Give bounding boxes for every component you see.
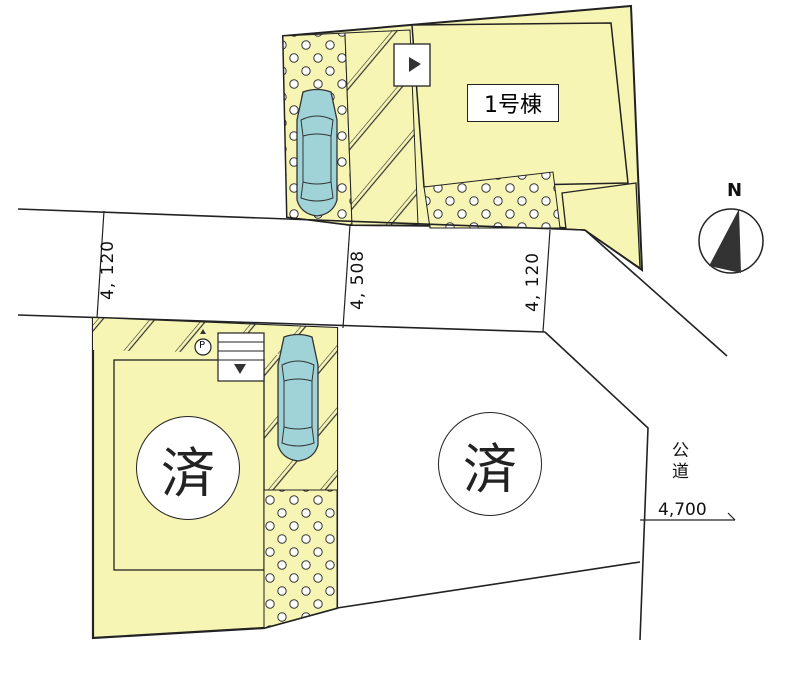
parking-icon (194, 338, 212, 356)
lot-right-parcel (336, 561, 641, 609)
north-arrow-icon (698, 208, 764, 274)
car-icon (277, 333, 319, 462)
north-label: N (727, 180, 743, 201)
dimension-center-road: 4, 508 (348, 249, 368, 310)
lot-left-parcel (91, 316, 339, 640)
parking-arrow-icon (200, 329, 206, 334)
public-road-width: 4,700 (658, 500, 707, 520)
entrance-arrow-icon (409, 57, 421, 72)
public-road-label-2: 道 (672, 462, 689, 482)
lot-1-parcel (281, 4, 644, 272)
entrance-arrow-icon (234, 364, 246, 374)
car-icon (296, 88, 338, 217)
dimension-left-road: 4, 120 (98, 239, 118, 300)
sold-marker-right: 済 (438, 412, 542, 516)
sold-marker-left: 済 (136, 416, 240, 520)
road-lines (17, 208, 736, 641)
parking-label: P (199, 340, 206, 351)
dimension-right-road: 4, 120 (523, 251, 543, 312)
lot-1-label: 1号棟 (467, 84, 559, 122)
public-road-label-1: 公 (672, 441, 689, 461)
